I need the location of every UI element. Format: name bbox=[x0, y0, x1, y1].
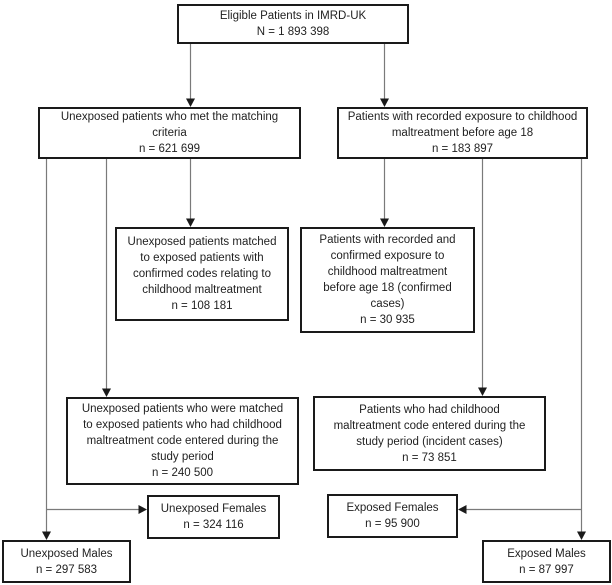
node-exposed-males: Exposed Males n = 87 997 bbox=[482, 540, 611, 583]
arrowhead-down-icon bbox=[380, 98, 389, 107]
node-label: Patients with recorded and confirmed exp… bbox=[319, 234, 456, 310]
node-unexposed-females: Unexposed Females n = 324 116 bbox=[147, 495, 280, 539]
arrowhead-right-icon bbox=[138, 505, 147, 514]
arrowhead-down-icon bbox=[380, 218, 389, 227]
arrowhead-down-icon bbox=[186, 98, 195, 107]
node-unexposed-confirmed-match: Unexposed patients matched to exposed pa… bbox=[115, 227, 289, 321]
arrowhead-down-icon bbox=[186, 218, 195, 227]
node-exposed-incident-cases: Patients who had childhood maltreatment … bbox=[313, 396, 546, 471]
node-exposed-confirmed-cases: Patients with recorded and confirmed exp… bbox=[300, 227, 475, 333]
arrowhead-down-icon bbox=[577, 531, 586, 540]
node-exposed-recorded: Patients with recorded exposure to child… bbox=[337, 107, 588, 159]
node-label: Patients who had childhood maltreatment … bbox=[333, 403, 526, 448]
node-label: Unexposed Males bbox=[20, 547, 113, 560]
node-unexposed-incident-match: Unexposed patients who were matched to e… bbox=[66, 397, 299, 485]
node-label: Exposed Males bbox=[507, 547, 586, 560]
node-count: n = 297 583 bbox=[35, 563, 98, 576]
node-eligible-patients: Eligible Patients in IMRD-UK N = 1 893 3… bbox=[177, 4, 409, 44]
arrowhead-down-icon bbox=[42, 531, 51, 540]
node-label: Unexposed patients who were matched to e… bbox=[81, 403, 284, 463]
node-count: n = 324 116 bbox=[183, 519, 244, 531]
node-count: n = 87 997 bbox=[519, 563, 574, 576]
node-count: n = 183 897 bbox=[431, 143, 494, 155]
node-count: n = 30 935 bbox=[360, 314, 415, 326]
node-count: n = 240 500 bbox=[151, 467, 214, 479]
node-label: Exposed Females bbox=[346, 502, 439, 514]
node-label: Unexposed Females bbox=[160, 503, 267, 515]
node-count: N = 1 893 398 bbox=[256, 26, 330, 38]
node-count: n = 108 181 bbox=[171, 300, 233, 312]
arrowhead-down-icon bbox=[478, 387, 487, 396]
arrowhead-down-icon bbox=[102, 388, 111, 397]
node-label: Patients with recorded exposure to child… bbox=[347, 111, 578, 139]
node-count: n = 621 699 bbox=[138, 143, 201, 155]
node-count: n = 95 900 bbox=[365, 518, 420, 530]
node-label: Unexposed patients who met the matching … bbox=[60, 111, 279, 139]
arrowhead-left-icon bbox=[458, 505, 467, 514]
node-label: Unexposed patients matched to exposed pa… bbox=[127, 236, 277, 296]
node-unexposed-males: Unexposed Males n = 297 583 bbox=[2, 540, 131, 583]
node-count: n = 73 851 bbox=[402, 451, 457, 464]
node-unexposed-matching-criteria: Unexposed patients who met the matching … bbox=[38, 107, 301, 159]
node-label: Eligible Patients in IMRD-UK bbox=[219, 10, 367, 22]
node-exposed-females: Exposed Females n = 95 900 bbox=[327, 494, 458, 538]
